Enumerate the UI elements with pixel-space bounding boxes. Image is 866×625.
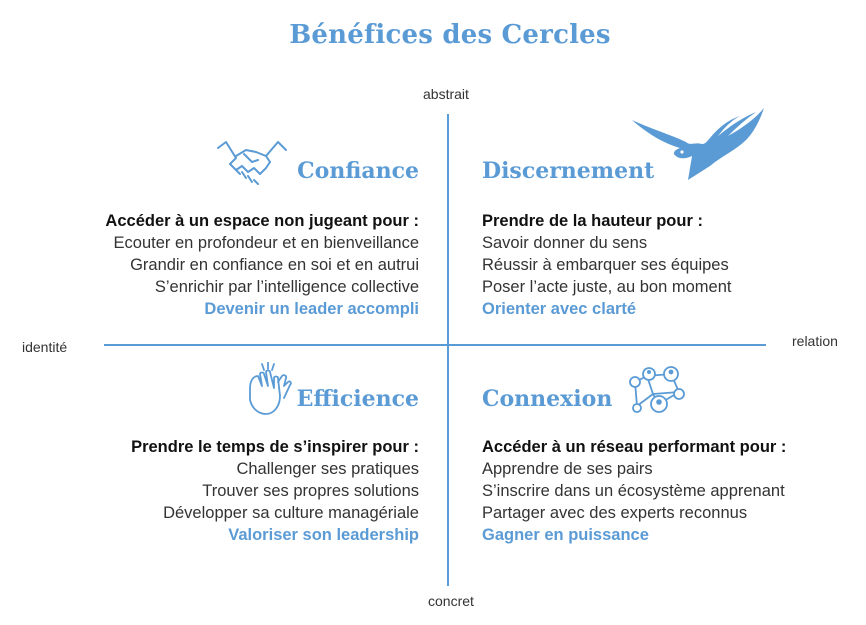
heading-confiance: Confiance [297,158,419,184]
page-title: Bénéfices des Cercles [289,20,611,50]
handshake-icon [216,140,288,195]
list-item: Réussir à embarquer ses équipes [482,256,729,274]
quadrant-confiance-text: Accéder à un espace non jugeant pour : E… [105,210,419,320]
list-item: Apprendre de ses pairs [482,460,653,478]
list-item: Savoir donner du sens [482,234,648,252]
horizontal-axis [104,344,766,346]
list-item: Grandir en confiance en soi et en autrui [130,256,419,274]
quadrant-lead: Accéder à un réseau performant pour : [482,438,787,456]
list-item: Poser l’acte juste, au bon moment [482,278,732,296]
axis-label-left: identité [22,339,68,355]
clapping-hands-icon [244,361,292,423]
list-item: Partager avec des experts reconnus [482,504,748,522]
quadrant-discernement-text: Prendre de la hauteur pour : Savoir donn… [482,210,731,320]
list-item: Ecouter en profondeur et en bienveillanc… [113,234,419,252]
list-item: S’inscrire dans un écosystème apprenant [482,482,785,500]
list-item: Développer sa culture managériale [163,504,419,522]
list-item: Challenger ses pratiques [236,460,419,478]
axis-label-right: relation [792,333,838,349]
axis-label-top: abstrait [423,86,469,102]
heading-connexion: Connexion [482,386,613,412]
quadrant-cta: Gagner en puissance [482,526,649,544]
quadrant-lead: Prendre le temps de s’inspirer pour : [131,438,419,456]
list-item: Trouver ses propres solutions [202,482,419,500]
quadrant-connexion-text: Accéder à un réseau performant pour : Ap… [482,436,786,546]
quadrant-cta: Orienter avec clarté [482,300,637,318]
eagle-icon [630,106,766,187]
heading-efficience: Efficience [296,386,419,412]
heading-discernement: Discernement [482,158,655,184]
quadrant-lead: Prendre de la hauteur pour : [482,212,703,230]
quadrant-cta: Valoriser son leadership [228,526,419,544]
axis-label-bottom: concret [428,593,474,609]
vertical-axis [447,114,449,586]
quadrant-lead: Accéder à un espace non jugeant pour : [105,212,419,230]
list-item: S’enrichir par l’intelligence collective [154,278,419,296]
network-icon [625,364,689,425]
quadrant-efficience-text: Prendre le temps de s’inspirer pour : Ch… [131,436,419,546]
quadrant-cta: Devenir un leader accompli [204,300,419,318]
